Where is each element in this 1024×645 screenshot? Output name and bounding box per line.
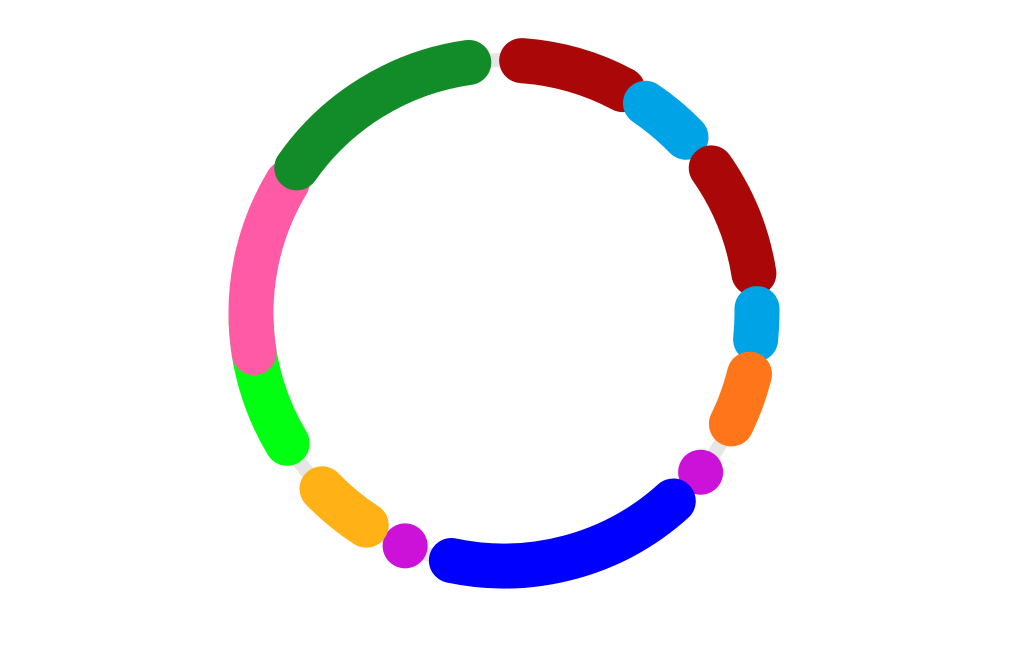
ring-segment-11 bbox=[228, 160, 310, 376]
ring-segments bbox=[228, 38, 780, 589]
ring-segment-6 bbox=[678, 449, 724, 495]
ring-segment-5 bbox=[708, 351, 772, 447]
ring-segment-4 bbox=[733, 286, 780, 362]
ring-segment-9 bbox=[299, 466, 389, 548]
ring-segment-8 bbox=[382, 523, 428, 569]
ring-segment-3 bbox=[688, 145, 777, 296]
ring-segment-12 bbox=[274, 39, 492, 191]
ring-segment-2 bbox=[622, 80, 709, 160]
ring-segment-1 bbox=[499, 38, 646, 113]
ring-segment-7 bbox=[428, 478, 696, 589]
